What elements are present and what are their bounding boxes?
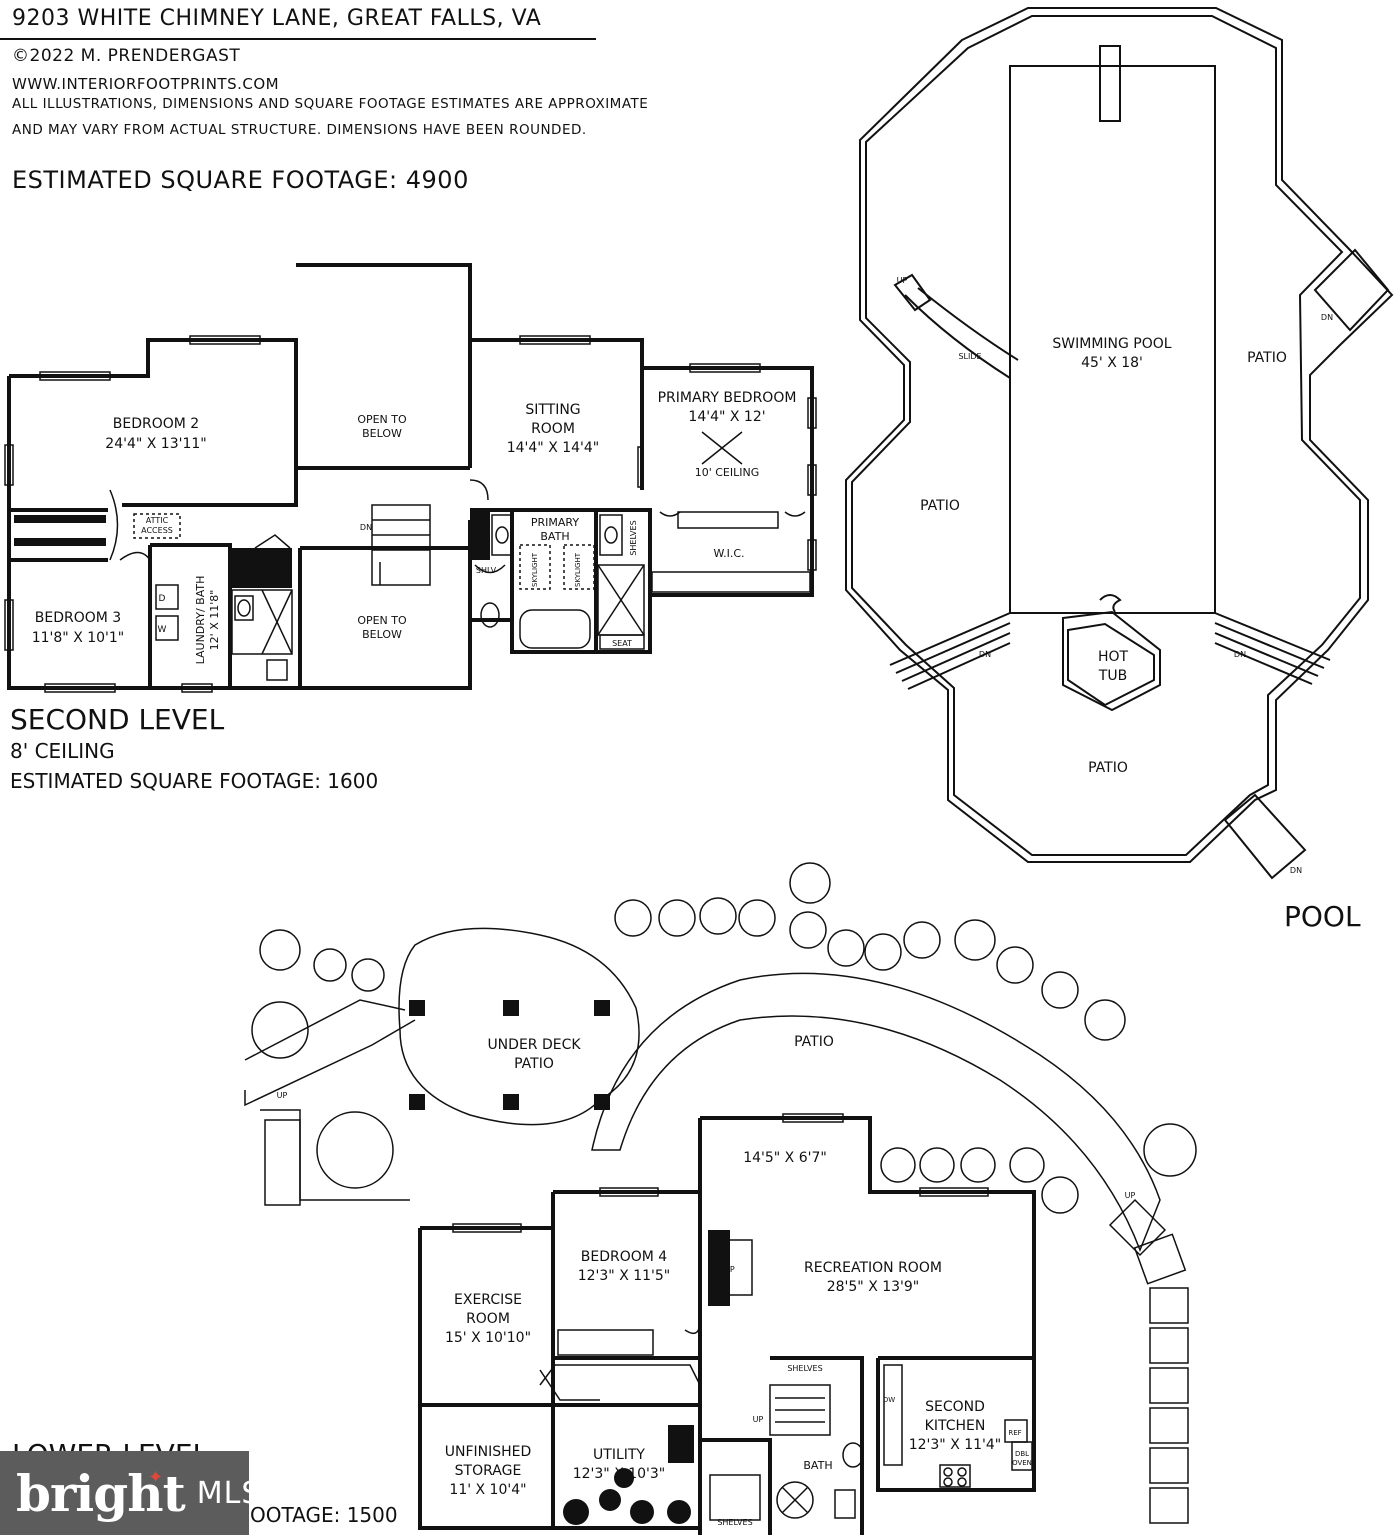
header-rule (0, 38, 596, 40)
bedroom2-size: 24'4" X 13'11" (105, 436, 206, 452)
copyright-notice: ©2022 M. PRENDERGAST (12, 46, 241, 66)
lower-bath: BATH (803, 1459, 832, 1472)
fireplace-label: FP (725, 1265, 735, 1274)
utility-size: 12'3" X 10'3" (573, 1466, 666, 1482)
second-level-solid-walls (14, 512, 490, 588)
swimming-pool (889, 45, 1390, 880)
alcove-size: 14'5" X 6'7" (743, 1150, 827, 1166)
lower-shelves-1: SHELVES (787, 1364, 822, 1373)
open-to-below-2b: BELOW (362, 628, 402, 641)
sitting-room-size: 14'4" X 14'4" (507, 440, 600, 456)
property-address: 9203 WHITE CHIMNEY LANE, GREAT FALLS, VA (12, 6, 542, 31)
patio-west: PATIO (920, 498, 960, 514)
pool-dn-label-4: DN (1290, 866, 1302, 875)
pool-up-label: UP (897, 276, 908, 285)
dryer-label: D (159, 594, 166, 604)
recreation-room-name: RECREATION ROOM (804, 1260, 942, 1276)
lower-level-fixtures (452, 1113, 1189, 1524)
lower-level-walls (418, 1116, 1036, 1535)
patio-south: PATIO (1088, 760, 1128, 776)
exercise-room-1: EXERCISE (454, 1292, 522, 1308)
disclaimer-line-1: ALL ILLUSTRATIONS, DIMENSIONS AND SQUARE… (12, 96, 649, 112)
skylight-2: SKYLIGHT (574, 552, 582, 587)
stairs-down-label: DN (360, 523, 372, 532)
storage-2: STORAGE (455, 1463, 522, 1479)
walk-in-closet: W.I.C. (713, 547, 744, 560)
lower-level-outlines (244, 927, 1161, 1253)
open-to-below-1a: OPEN TO (357, 413, 407, 426)
exercise-room-2: ROOM (466, 1311, 510, 1327)
lower-level-sqft: OOTAGE: 1500 (250, 1503, 398, 1527)
pool-title: POOL (1284, 900, 1361, 933)
lower-level-solid-marks (409, 1000, 730, 1525)
pool-dn-label-2: DN (979, 650, 991, 659)
dbl-oven-2: OVEN (1012, 1459, 1032, 1467)
pool-patio-outline (845, 7, 1394, 863)
second-level-walls (7, 263, 814, 690)
shelf-label: SHLV (476, 566, 497, 575)
lower-shelves-2: SHELVES (717, 1518, 752, 1527)
dishwasher-label: DW (883, 1396, 895, 1404)
kitchen-size: 12'3" X 11'4" (909, 1437, 1002, 1453)
swimming-pool-name: SWIMMING POOL (1052, 336, 1171, 352)
pool-dn-label-1: DN (1321, 313, 1333, 322)
hot-tub-1: HOT (1098, 649, 1129, 665)
total-square-footage: ESTIMATED SQUARE FOOTAGE: 4900 (12, 166, 469, 194)
patio-east: PATIO (1247, 350, 1287, 366)
bedroom2-name: BEDROOM 2 (113, 416, 199, 432)
second-level-sqft: ESTIMATED SQUARE FOOTAGE: 1600 (10, 769, 379, 793)
bedroom3-size: 11'8" X 10'1" (32, 630, 125, 646)
swimming-pool-size: 45' X 18' (1081, 355, 1143, 371)
slide-label: SLIDE (958, 352, 981, 361)
primary-bedroom-size: 14'4" X 12' (688, 409, 765, 425)
dbl-oven-1: DBL (1015, 1450, 1029, 1458)
seat-label: SEAT (612, 639, 632, 648)
washer-label: W (158, 625, 167, 635)
laundry-size: 12' X 11'8" (208, 590, 221, 651)
pool-dn-label-3: DN (1234, 650, 1246, 659)
recreation-room-size: 28'5" X 13'9" (827, 1279, 920, 1295)
laundry-name: LAUNDRY/ BATH (194, 576, 207, 665)
mls-wordmark: MLS (196, 1475, 262, 1511)
utility-name: UTILITY (593, 1447, 645, 1463)
lower-up-3: UP (1125, 1191, 1136, 1200)
under-deck-1: UNDER DECK (487, 1037, 581, 1053)
bright-wordmark: bright (16, 1463, 186, 1523)
website-link[interactable]: WWW.INTERIORFOOTPRINTS.COM (12, 75, 280, 93)
lower-patio: PATIO (794, 1034, 834, 1050)
storage-1: UNFINISHED (445, 1444, 532, 1460)
disclaimer-line-2: AND MAY VARY FROM ACTUAL STRUCTURE. DIME… (12, 122, 587, 138)
sitting-room-name-1: SITTING (525, 402, 580, 418)
storage-size: 11' X 10'4" (449, 1482, 526, 1498)
bedroom3-name: BEDROOM 3 (35, 610, 121, 626)
kitchen-2: KITCHEN (925, 1418, 986, 1434)
ref-label: REF (1008, 1429, 1021, 1437)
accent-star-icon: ✦ (148, 1467, 164, 1488)
skylight-1: SKYLIGHT (531, 552, 539, 587)
second-level-fixtures (4, 335, 817, 693)
lower-up-1: UP (753, 1415, 764, 1424)
bright-mls-logo: bright MLS ✦ (0, 1451, 260, 1535)
lower-up-2: UP (277, 1091, 288, 1100)
sitting-room-name-2: ROOM (531, 421, 575, 437)
second-level-title: SECOND LEVEL (10, 703, 225, 736)
open-to-below-1b: BELOW (362, 427, 402, 440)
landscape-trees (251, 862, 1197, 1214)
under-deck-2: PATIO (514, 1056, 554, 1072)
primary-bath-name-2: BATH (540, 530, 569, 543)
exercise-room-size: 15' X 10'10" (445, 1330, 531, 1346)
open-to-below-2a: OPEN TO (357, 614, 407, 627)
bedroom4-name: BEDROOM 4 (581, 1249, 668, 1265)
ceiling-note: 10' CEILING (695, 466, 760, 479)
attic-access-1: ATTIC (146, 516, 169, 525)
kitchen-1: SECOND (925, 1399, 985, 1415)
second-level-ceiling: 8' CEILING (10, 739, 115, 763)
attic-access-2: ACCESS (141, 526, 173, 535)
bedroom4-size: 12'3" X 11'5" (578, 1268, 671, 1284)
primary-bedroom-name: PRIMARY BEDROOM (658, 390, 797, 406)
hot-tub-2: TUB (1098, 668, 1127, 684)
shelves-label: SHELVES (629, 520, 638, 555)
primary-bath-name-1: PRIMARY (531, 516, 579, 529)
